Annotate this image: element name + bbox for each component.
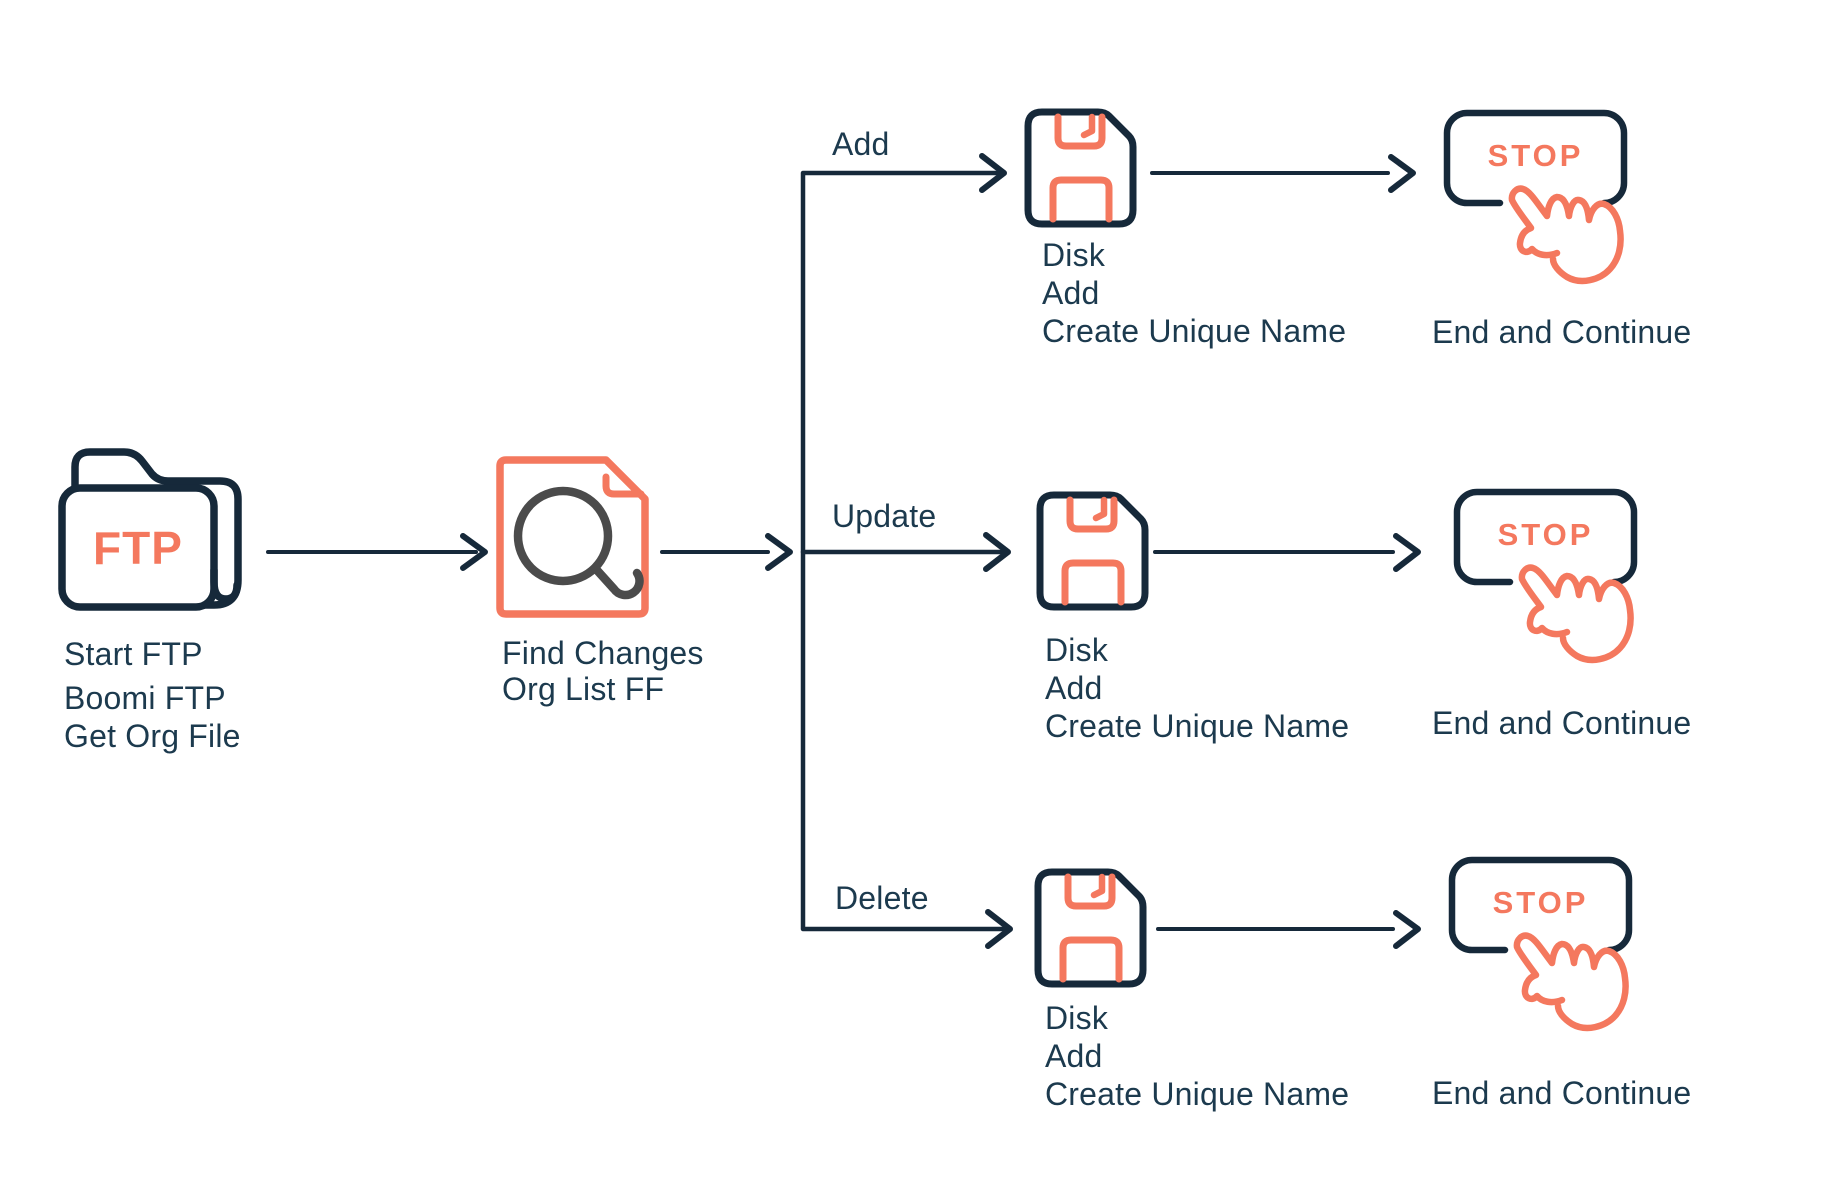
ftp-folder-icon — [58, 448, 242, 611]
ftp-label: FTP — [93, 521, 183, 574]
disk-label-add: Disk Add Create Unique Name — [1042, 237, 1347, 349]
start-line-3: Get Org File — [64, 718, 241, 754]
document-search-icon — [496, 456, 649, 618]
start-line-1: Start FTP — [64, 636, 203, 672]
end-label-update: End and Continue — [1432, 705, 1692, 741]
stop-button-text-delete: STOP — [1492, 885, 1589, 920]
arrowhead-start-to-find — [460, 533, 488, 571]
end-label-add: End and Continue — [1432, 314, 1692, 350]
ftp-folder-text: FTP — [62, 488, 214, 607]
start-node-label: Start FTP Boomi FTP Get Org File — [64, 635, 241, 755]
disk-icon-add — [1028, 112, 1133, 224]
arrowhead-branch-update — [983, 532, 1011, 572]
arrowhead-disk-to-stop-update — [1393, 533, 1421, 572]
arrowhead-disk-to-stop-add — [1388, 154, 1416, 193]
find-node-label: Find Changes Org List FF — [502, 635, 704, 707]
arrowhead-disk-to-stop-delete — [1393, 910, 1421, 949]
magnifier-glass — [513, 486, 613, 586]
arrowhead-branch-add — [979, 153, 1007, 193]
start-line-2: Boomi FTP — [64, 680, 226, 716]
find-line-1: Find Changes — [502, 635, 704, 671]
disk-icon-update — [1040, 495, 1145, 607]
arrowhead-find-to-branch — [765, 533, 793, 571]
find-line-2: Org List FF — [502, 671, 665, 707]
disk-label-delete: Disk Add Create Unique Name — [1045, 1000, 1350, 1112]
disk-icon-delete — [1038, 872, 1143, 984]
connectors — [266, 153, 1421, 949]
branch-label-update: Update — [832, 498, 937, 534]
arrowhead-branch-delete — [985, 909, 1013, 949]
stop-button-text-update: STOP — [1497, 517, 1594, 552]
magnifier-handle — [590, 563, 644, 600]
branch-label-add: Add — [832, 126, 890, 162]
stop-button-text-add: STOP — [1487, 138, 1584, 173]
branch-label-delete: Delete — [835, 880, 929, 916]
disk-label-update: Disk Add Create Unique Name — [1045, 632, 1350, 744]
end-label-delete: End and Continue — [1432, 1075, 1692, 1111]
